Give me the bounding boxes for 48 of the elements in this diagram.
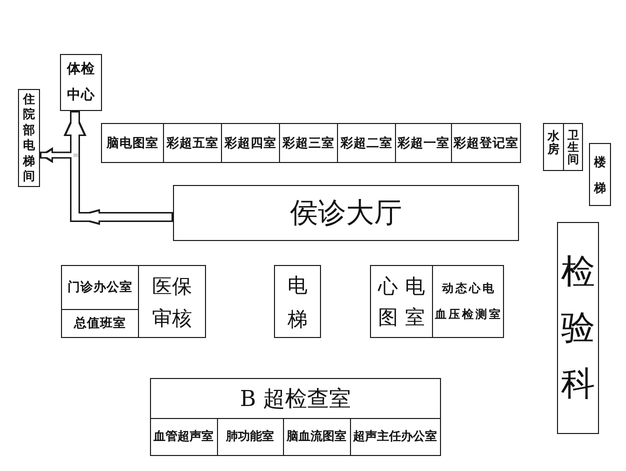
arrow	[40, 147, 75, 164]
room-label: 肺功能室	[226, 428, 274, 446]
room-label: 住院部电梯间	[23, 92, 35, 184]
room-box	[563, 123, 583, 171]
room-label: 楼梯	[594, 154, 606, 196]
room-label: 卫生间	[567, 129, 579, 165]
room-box	[150, 378, 441, 456]
room-box	[557, 222, 599, 434]
room-box	[18, 89, 40, 187]
room-box	[61, 309, 139, 338]
room-box	[395, 123, 452, 163]
room-label: 检验科	[561, 251, 595, 406]
room-box	[163, 123, 222, 163]
room-box	[432, 265, 504, 338]
room-label: B 超检查室	[240, 386, 352, 414]
room-label: 血管超声室	[154, 428, 214, 446]
room-label: 彩超五室	[166, 134, 218, 152]
room-label: 彩超四室	[224, 134, 276, 152]
room-box	[173, 185, 519, 241]
room-label: 脑血流图室	[286, 428, 347, 446]
room-box	[279, 123, 338, 163]
room-label: 超声主任办公室	[353, 428, 438, 446]
room-label: 彩超二室	[340, 134, 392, 152]
room-box	[60, 54, 102, 111]
room-label: 动态心电血压检测室	[435, 280, 502, 322]
room-box	[61, 265, 139, 310]
room-label: 体检中心	[67, 60, 95, 104]
room-label: 彩超登记室	[454, 134, 518, 152]
room-box	[337, 123, 396, 163]
arrow	[64, 111, 86, 156]
room-box	[451, 123, 521, 163]
room-label: 医保审核	[152, 272, 192, 332]
room-box	[101, 123, 164, 163]
room-label: 水房	[548, 130, 560, 156]
room-box	[589, 143, 611, 206]
room-box	[370, 265, 433, 338]
room-box	[543, 123, 564, 171]
room-label: 侯诊大厅	[290, 195, 402, 231]
room-label: 总值班室	[74, 315, 126, 332]
room-box	[274, 265, 321, 338]
room-box	[138, 265, 206, 338]
room-label: 彩超一室	[398, 134, 450, 152]
room-box	[221, 123, 280, 163]
room-label: 心电图室	[378, 272, 432, 330]
room-label: 脑电图室	[106, 134, 158, 152]
room-label: 彩超三室	[282, 134, 334, 152]
room-label: 电梯	[288, 272, 308, 332]
room-label: 门诊办公室	[68, 279, 132, 296]
